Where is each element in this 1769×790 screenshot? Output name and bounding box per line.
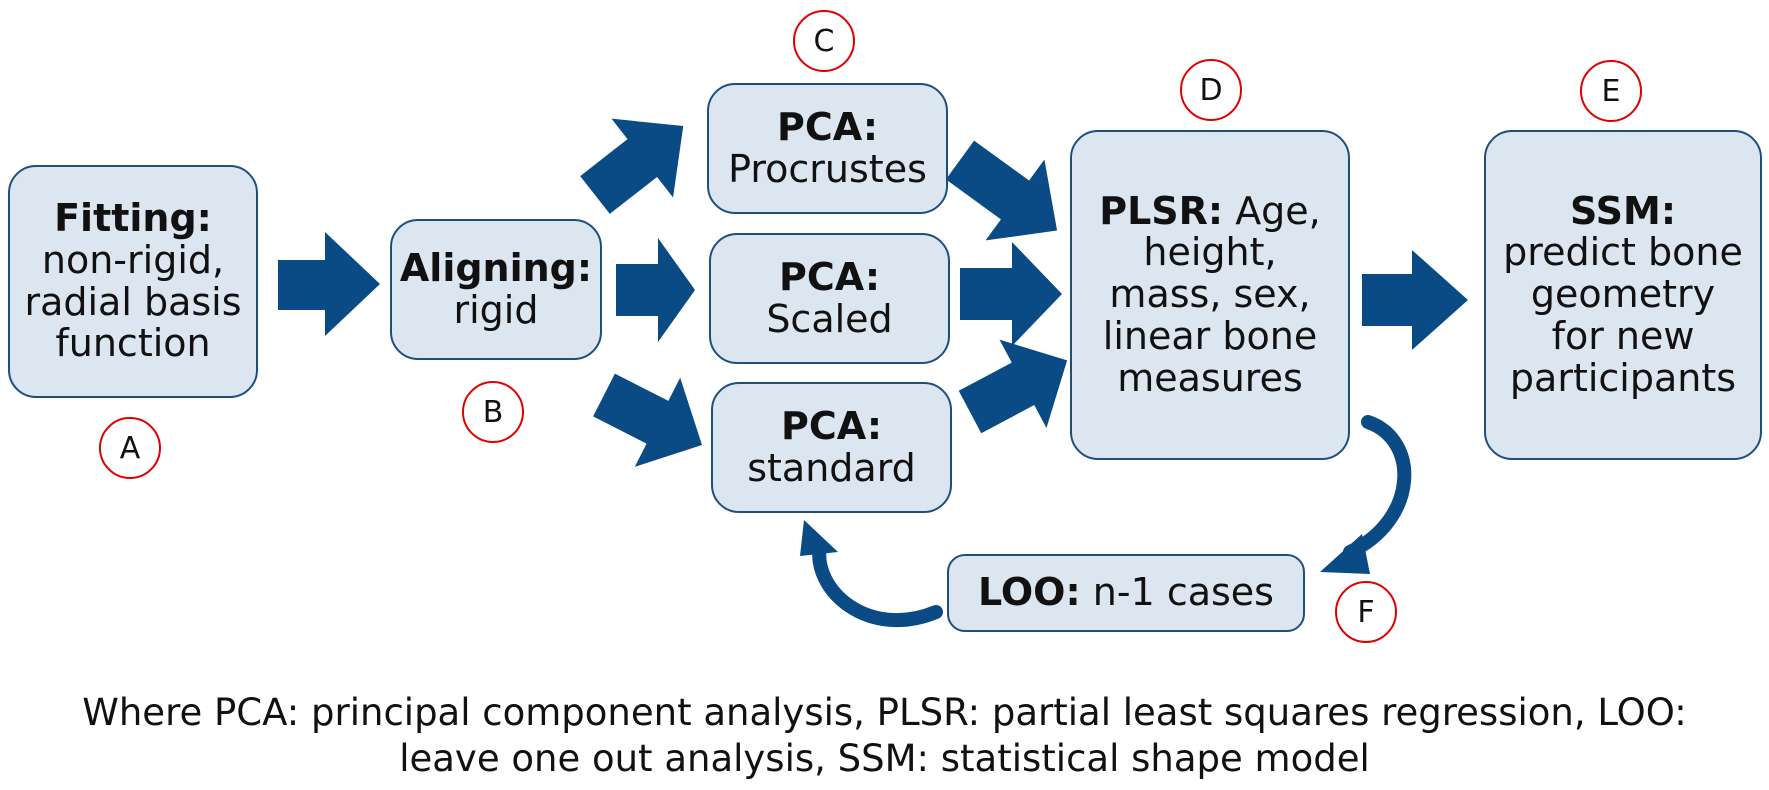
legend-line-2: leave one out analysis, SSM: statistical…	[399, 737, 1370, 780]
ssm-line-2: geometry	[1530, 272, 1716, 317]
arrow-b-to-scaled	[616, 238, 695, 342]
pca-procrustes-title: PCA:	[776, 104, 879, 149]
fitting-line-3: function	[55, 321, 211, 366]
plsr-line-5: measures	[1117, 355, 1303, 400]
ssm-line-3: for new	[1551, 313, 1695, 358]
arrow-scaled-to-plsr	[960, 242, 1062, 346]
curved-arrow-loo-to-standard	[800, 520, 943, 628]
marker-b: B	[462, 381, 524, 443]
arrow-plsr-to-ssm	[1362, 250, 1468, 350]
pca-procrustes-line-1: Procrustes	[728, 146, 927, 191]
plsr-line-4: linear bone	[1102, 313, 1318, 358]
fitting-title: Fitting:	[54, 195, 212, 240]
arrow-standard-to-plsr	[958, 339, 1068, 434]
loo-rest: n-1 cases	[1080, 570, 1274, 615]
plsr-box: PLSR: Age, height, mass, sex, linear bon…	[1070, 130, 1350, 460]
marker-f: F	[1335, 581, 1397, 643]
arrow-b-to-standard	[593, 373, 703, 467]
ssm-box: SSM: predict bone geometry for new parti…	[1484, 130, 1762, 460]
legend: Where PCA: principal component analysis,…	[0, 690, 1769, 782]
fitting-line-1: non-rigid,	[41, 237, 225, 282]
plsr-first-line-rest: Age,	[1223, 188, 1321, 233]
plsr-line-3: mass, sex,	[1109, 272, 1311, 317]
fitting-line-2: radial basis	[24, 279, 242, 324]
loo-box: LOO: n-1 cases	[947, 554, 1305, 632]
pca-scaled-title: PCA:	[778, 254, 881, 299]
plsr-line-2: height,	[1143, 230, 1277, 275]
marker-e: E	[1580, 60, 1642, 122]
legend-line-1: Where PCA: principal component analysis,…	[82, 691, 1687, 734]
arrow-a-to-b	[278, 232, 380, 336]
curved-arrow-plsr-to-loo	[1320, 415, 1412, 574]
fitting-box: Fitting: non-rigid, radial basis functio…	[8, 165, 258, 398]
ssm-line-4: participants	[1509, 355, 1737, 400]
aligning-line-1: rigid	[453, 287, 539, 332]
aligning-box: Aligning: rigid	[390, 219, 602, 360]
aligning-title: Aligning:	[399, 245, 593, 290]
pca-procrustes-box: PCA: Procrustes	[707, 83, 948, 214]
marker-d: D	[1180, 59, 1242, 121]
plsr-title: PLSR:	[1099, 188, 1224, 233]
marker-c: C	[793, 10, 855, 72]
pca-standard-line-1: standard	[747, 445, 916, 490]
pca-standard-box: PCA: standard	[711, 382, 952, 513]
pca-scaled-line-1: Scaled	[766, 296, 893, 341]
marker-a: A	[99, 417, 161, 479]
arrow-b-to-procrustes	[580, 118, 684, 214]
ssm-title: SSM:	[1569, 188, 1677, 233]
plsr-first-line: PLSR: Age,	[1099, 188, 1321, 233]
pca-standard-title: PCA:	[780, 403, 883, 448]
pca-scaled-box: PCA: Scaled	[709, 233, 950, 364]
loo-title: LOO:	[978, 570, 1081, 615]
arrow-procrustes-to-plsr	[945, 140, 1058, 241]
ssm-line-1: predict bone	[1503, 230, 1743, 275]
